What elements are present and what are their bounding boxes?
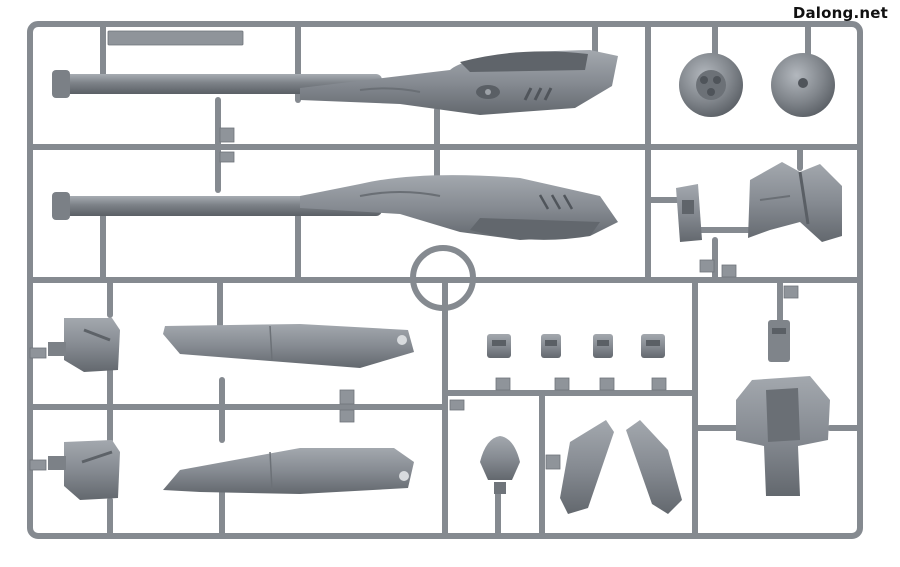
runner-ring xyxy=(410,245,476,311)
watermark-text: Dalong.net xyxy=(792,4,888,22)
small-joint-3 xyxy=(593,334,613,358)
fin-right xyxy=(626,420,682,514)
long-barrel-lower xyxy=(52,175,618,240)
shoulder-armor xyxy=(748,162,842,242)
sphere-joint-left xyxy=(679,53,743,117)
small-joint-1 xyxy=(487,334,511,358)
long-barrel-upper xyxy=(52,50,618,115)
fin-left xyxy=(560,420,614,514)
small-joint-4 xyxy=(641,334,665,358)
nozzle-part xyxy=(480,436,520,494)
shoulder-block-small xyxy=(676,184,702,242)
sphere-joint-right xyxy=(771,53,835,117)
runner-gate-tabs xyxy=(29,30,799,471)
backpack-part xyxy=(736,320,830,496)
side-block-upper xyxy=(48,318,120,372)
side-block-lower xyxy=(48,440,120,500)
small-joint-2 xyxy=(541,334,561,358)
wing-plate-lower xyxy=(163,448,414,494)
wing-plate-upper xyxy=(163,324,414,368)
